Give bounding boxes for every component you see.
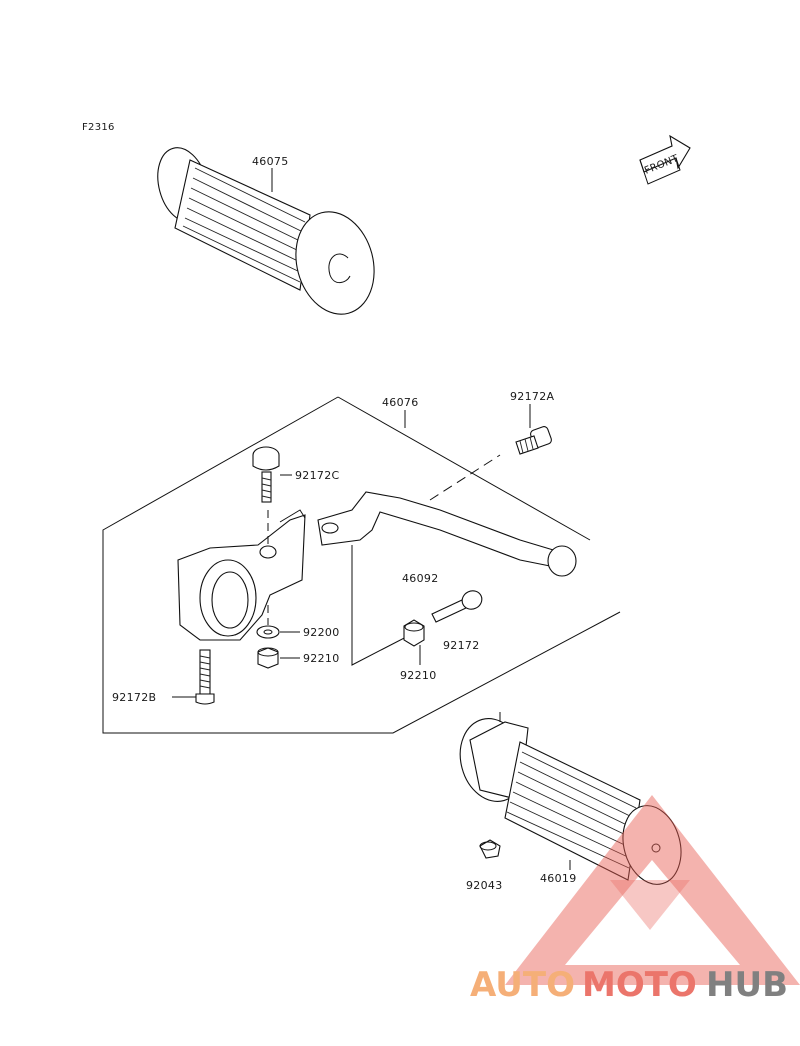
watermark-logo: AUTO MOTO HUB (470, 795, 800, 1005)
watermark-hub: HUB (706, 965, 788, 1005)
watermark-auto: AUTO (470, 965, 575, 1005)
left-grip (157, 147, 375, 315)
part-label-92172c: 92172C (295, 469, 339, 482)
part-label-92200: 92200 (303, 626, 340, 639)
washer-92200 (256, 625, 280, 639)
nut-92210-left (257, 647, 279, 669)
figure-code: F2316 (82, 122, 115, 133)
part-label-92210-right: 92210 (400, 669, 437, 682)
part-label-46075: 46075 (252, 155, 289, 168)
bolt-92172a (515, 426, 552, 455)
part-label-92172: 92172 (443, 639, 480, 652)
lever-holder (177, 509, 306, 641)
part-label-46076: 46076 (382, 396, 419, 409)
assembly-outline (102, 396, 621, 734)
part-label-92172a: 92172A (510, 390, 554, 403)
right-grip (459, 718, 682, 885)
bolt-92172 (431, 590, 483, 623)
part-label-46092: 46092 (402, 572, 439, 585)
bolt-92172c (252, 446, 280, 503)
part-label-92172b: 92172B (112, 691, 156, 704)
part-label-46019: 46019 (540, 872, 577, 885)
bolt-92172b (195, 649, 215, 705)
cap-92043 (479, 839, 501, 859)
front-arrow-icon: FRONT (639, 134, 691, 185)
brake-lever (317, 491, 577, 577)
watermark-moto: MOTO (582, 965, 697, 1005)
nut-92210-right (403, 619, 425, 647)
part-label-92210-left: 92210 (303, 652, 340, 665)
part-label-92043: 92043 (466, 879, 503, 892)
